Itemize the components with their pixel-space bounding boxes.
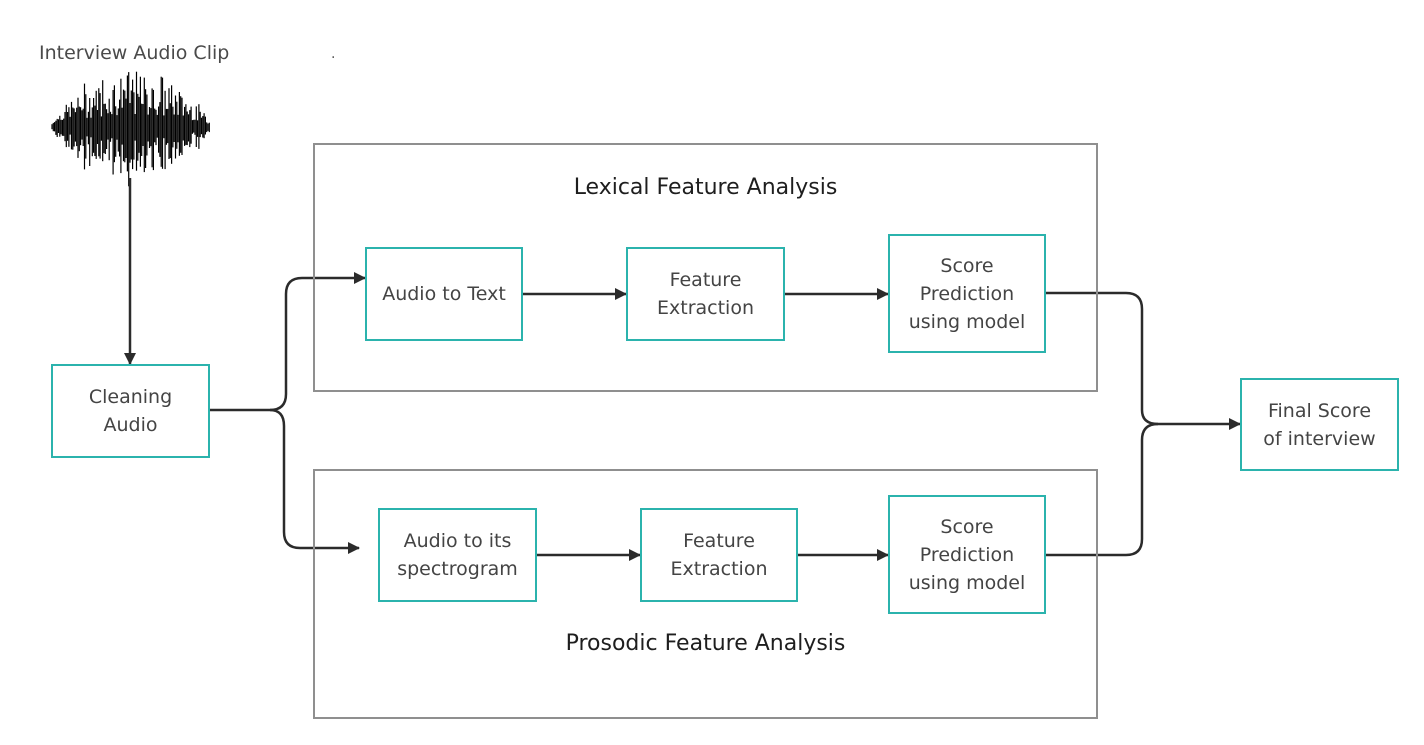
lexical-score-prediction-label: Score Prediction using model: [908, 254, 1026, 333]
prosodic-score-prediction-node[interactable]: Score Prediction using model: [888, 495, 1046, 614]
audio-to-text-label: Audio to Text: [382, 283, 506, 305]
lexical-group-title: Lexical Feature Analysis: [573, 175, 838, 200]
audio-to-text-node[interactable]: Audio to Text: [365, 247, 523, 341]
audio-to-spectrogram-node[interactable]: Audio to its spectrogram: [378, 508, 537, 602]
connector-pro-score-to-final: [1046, 422, 1159, 557]
audio-to-spectrogram-label: Audio to its spectrogram: [397, 530, 518, 580]
cleaning-audio-label: Cleaning Audio: [88, 386, 173, 436]
connector-cleaning-to-prosodic: [269, 408, 360, 554]
lexical-feature-extraction-label: Feature Extraction: [657, 269, 754, 319]
stray-dot: .: [331, 46, 336, 62]
source-label: Interview Audio Clip: [39, 42, 230, 64]
prosodic-feature-extraction-node[interactable]: Feature Extraction: [640, 508, 798, 602]
connector-lex-score-to-final: [1046, 291, 1241, 430]
lexical-feature-extraction-node[interactable]: Feature Extraction: [626, 247, 785, 341]
prosodic-score-prediction-label: Score Prediction using model: [908, 515, 1026, 594]
audio-waveform-icon: [51, 71, 210, 187]
final-score-node[interactable]: Final Score of interview: [1240, 378, 1399, 471]
lexical-score-prediction-node[interactable]: Score Prediction using model: [888, 234, 1046, 353]
cleaning-audio-node[interactable]: Cleaning Audio: [51, 364, 210, 458]
prosodic-feature-extraction-label: Feature Extraction: [670, 530, 768, 580]
connector-cleaning-to-lexical: [209, 272, 366, 412]
prosodic-analysis-group: Prosodic Feature Analysis: [313, 469, 1098, 719]
final-score-label: Final Score of interview: [1263, 399, 1376, 450]
lexical-analysis-group: Lexical Feature Analysis: [313, 143, 1098, 392]
prosodic-group-title: Prosodic Feature Analysis: [565, 631, 846, 656]
